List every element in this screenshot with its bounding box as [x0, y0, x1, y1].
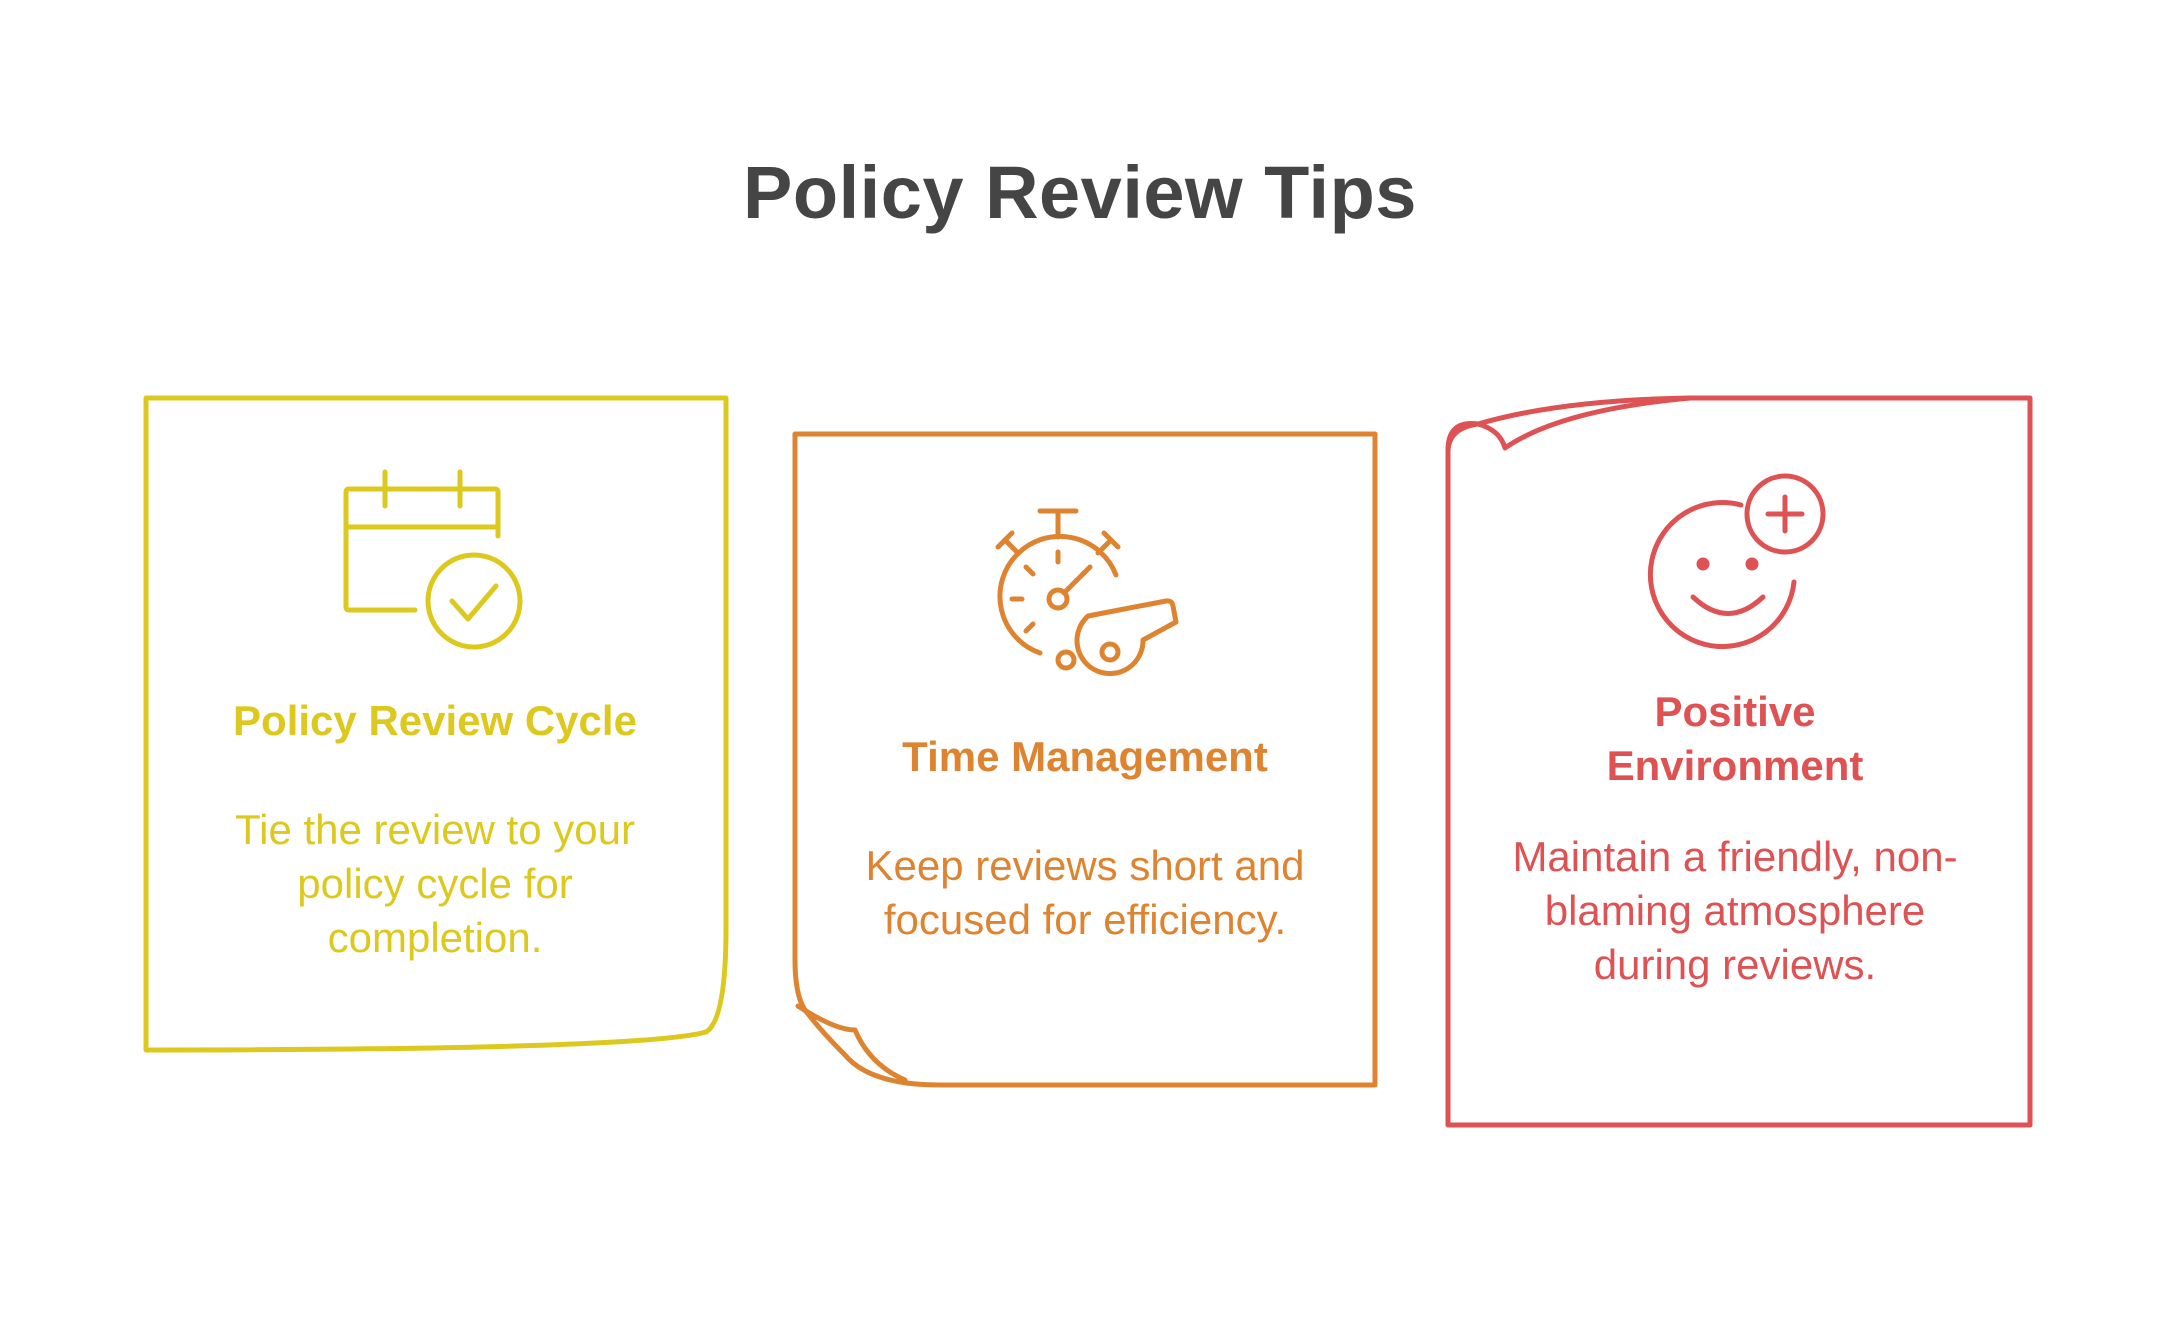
card-3-curl: [1445, 395, 1693, 453]
calendar-check-icon: [343, 469, 523, 650]
card-policy-review-cycle: [143, 395, 729, 1053]
smiley-plus-icon: [1647, 473, 1826, 650]
card-2-heading: Time Management: [902, 733, 1268, 780]
card-1-frame: [143, 395, 729, 1053]
card-1-body: Tie the review to your policy cycle for …: [235, 806, 635, 961]
card-positive-environment: [1445, 395, 2033, 1128]
card-2-body: Keep reviews short and focused for effic…: [865, 842, 1305, 943]
card-3-heading: Positive Environment: [1606, 688, 1864, 789]
card-3-body: Maintain a friendly, non-blaming atmosph…: [1512, 833, 1958, 988]
card-time-management: [792, 431, 1378, 1088]
page-title: Policy Review Tips: [743, 151, 1417, 234]
card-1-heading: Policy Review Cycle: [233, 697, 637, 744]
card-2-frame: [792, 431, 1378, 1088]
card-2-curl: [795, 1003, 908, 1083]
stopwatch-whistle-icon: [995, 508, 1179, 677]
